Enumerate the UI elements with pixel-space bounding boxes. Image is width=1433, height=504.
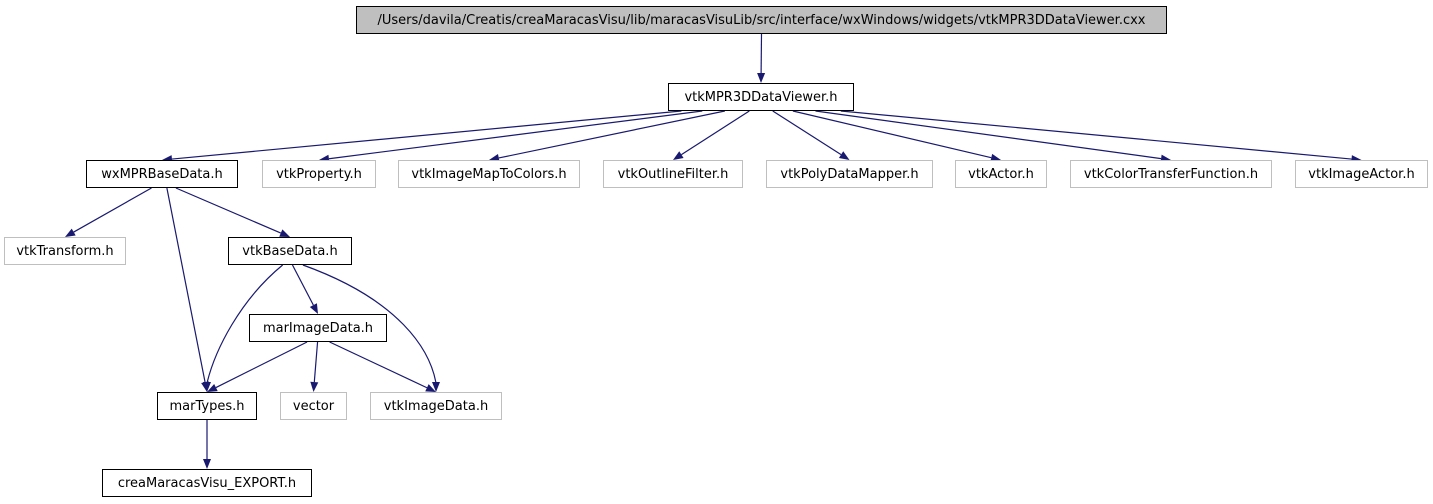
node-vtkimagedata-h: vtkImageData.h: [370, 392, 502, 420]
arrowhead-vtkMPR3DDataViewer_h-to-vtkPolyDataMapper_h: [838, 151, 850, 160]
node-vector: vector: [280, 392, 347, 420]
node-vtkoutlinefilter-h: vtkOutlineFilter.h: [603, 160, 743, 188]
edge-wxMPRBaseData_h-to-vtkTransform_h: [73, 187, 152, 233]
edge-marImageData_h-to-vtkImageData_h: [329, 341, 428, 389]
node-vtkbasedata-h[interactable]: vtkBaseData.h: [228, 237, 352, 265]
arrowhead-vtkMPR3DDataViewer_h-to-vtkActor_h: [990, 153, 1001, 162]
node-vtkimagemaptocolors-h: vtkImageMapToColors.h: [398, 160, 580, 188]
node-martypes-h[interactable]: marTypes.h: [157, 392, 257, 420]
edge-wxMPRBaseData_h-to-marTypes_h: [166, 187, 206, 383]
arrowhead-vtkBaseData_h-to-vtkImageData_h: [432, 382, 440, 392]
node-creamaracasvisu-export-h[interactable]: creaMaracasVisu_EXPORT.h: [102, 469, 312, 497]
edge-vtkMPR3DDataViewer_h-to-wxMPRBaseData_h: [171, 110, 682, 160]
arrowhead-marImageData_h-to-vtkImageData_h: [425, 384, 436, 392]
edge-marImageData_h-to-vector: [313, 341, 319, 383]
node-vtkimageactor-h: vtkImageActor.h: [1295, 160, 1428, 188]
edge-vtkBaseData_h-to-vtkImageData_h: [302, 264, 437, 384]
edge-vtkMPR3DDataViewer_h-to-vtkPolyDataMapper_h: [772, 110, 842, 156]
node-vtkproperty-h: vtkProperty.h: [262, 160, 376, 188]
arrowhead-root-to-vtkMPR3DDataViewer_h: [757, 72, 766, 83]
edge-wxMPRBaseData_h-to-vtkBaseData_h: [175, 187, 282, 234]
arrowhead-wxMPRBaseData_h-to-vtkTransform_h: [65, 228, 76, 237]
edge-vtkMPR3DDataViewer_h-to-vtkImageMapToColors_h: [498, 110, 725, 159]
node-marimagedata-h[interactable]: marImageData.h: [249, 314, 387, 342]
arrowhead-wxMPRBaseData_h-to-vtkBaseData_h: [279, 229, 290, 237]
node-vtkmpr3ddataviewer-h[interactable]: vtkMPR3DDataViewer.h: [668, 83, 854, 111]
edge-vtkMPR3DDataViewer_h-to-vtkOutlineFilter_h: [681, 110, 750, 156]
node-vtkcolortransferfunction-h: vtkColorTransferFunction.h: [1070, 160, 1272, 188]
arrowhead-vtkMPR3DDataViewer_h-to-vtkOutlineFilter_h: [673, 151, 684, 160]
arrowhead-vtkBaseData_h-to-marTypes_h: [203, 382, 211, 392]
arrowhead-marImageData_h-to-marTypes_h: [207, 383, 218, 392]
node-root-file[interactable]: /Users/davila/Creatis/creaMaracasVisu/li…: [356, 6, 1167, 34]
edge-vtkMPR3DDataViewer_h-to-vtkImageActor_h: [840, 110, 1352, 160]
node-vtkpolydatamapper-h: vtkPolyDataMapper.h: [766, 160, 933, 188]
edge-marImageData_h-to-marTypes_h: [215, 341, 308, 389]
edge-vtkMPR3DDataViewer_h-to-vtkActor_h: [792, 110, 992, 159]
arrowhead-marImageData_h-to-vector: [310, 381, 319, 392]
node-wxmprbasedata-h[interactable]: wxMPRBaseData.h: [86, 160, 238, 188]
edge-vtkBaseData_h-to-marImageData_h: [291, 264, 314, 306]
arrowhead-vtkMPR3DDataViewer_h-to-vtkImageMapToColors_h: [489, 154, 500, 162]
arrowhead-marTypes_h-to-creaMaracasVisu_EXPORT_h: [203, 459, 211, 469]
edge-vtkMPR3DDataViewer_h-to-vtkColorTransferFunction_h: [815, 110, 1162, 160]
edge-vtkMPR3DDataViewer_h-to-vtkProperty_h: [328, 110, 703, 160]
arrowhead-vtkBaseData_h-to-marImageData_h: [309, 303, 318, 314]
node-vtktransform-h: vtkTransform.h: [4, 237, 126, 265]
edge-vtkBaseData_h-to-marTypes_h: [206, 264, 284, 384]
node-vtkactor-h: vtkActor.h: [955, 160, 1047, 188]
